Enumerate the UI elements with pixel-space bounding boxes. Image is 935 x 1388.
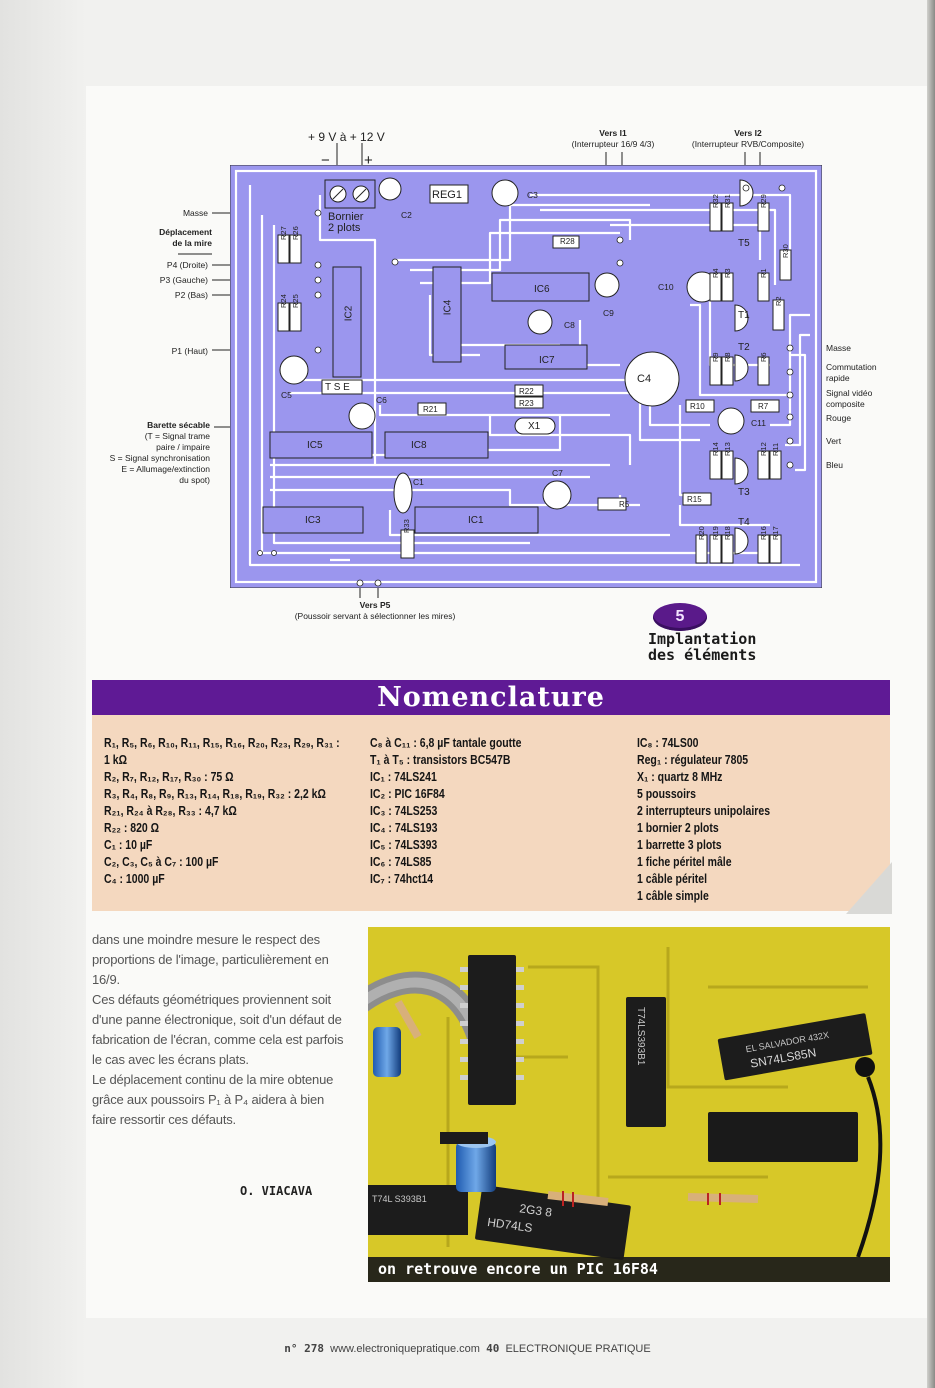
list-item: IC₃ : 74LS253 (370, 804, 438, 818)
label-rouge: Rouge (826, 413, 852, 423)
nomenclature-column-1: R₁, R₅, R₆, R₁₀, R₁₁, R₁₅, R₁₆, R₂₀, R₂₃… (104, 735, 340, 888)
label-deplacement: Déplacement de la mire (159, 227, 212, 248)
list-item: C₂, C₃, C₅ à C₇ : 100 µF (104, 855, 219, 869)
list-item: IC₆ : 74LS85 (370, 855, 432, 869)
list-item: C₁ : 10 µF (104, 838, 153, 852)
label-vert: Vert (826, 436, 842, 446)
list-item: 1 fiche péritel mâle (637, 855, 732, 869)
label-p1: P1 (Haut) (171, 346, 208, 356)
board-photo-illustration: T74LS393B1 EL SALVADOR 432X SN74LS85N T7… (368, 927, 890, 1282)
nomenclature-title: Nomenclature (92, 680, 890, 715)
article-paragraph: Ces défauts géométriques proviennent soi… (92, 992, 344, 1067)
label-bleu: Bleu (826, 460, 844, 470)
list-item: Reg₁ : régulateur 7805 (637, 753, 749, 767)
article-paragraph: Le déplacement continu de la mire obtenu… (92, 1072, 334, 1127)
list-item: 1 barrette 3 plots (637, 838, 722, 852)
label-barette: Barette sécable (T = Signal trame paire … (109, 420, 210, 485)
vers-i1-label: Vers I1 (Interrupteur 16/9 4/3) (571, 128, 655, 149)
list-item: 1 câble péritel (637, 872, 708, 886)
nomenclature-box: R₁, R₅, R₆, R₁₀, R₁₁, R₁₅, R₁₆, R₂₀, R₂₃… (92, 715, 890, 911)
list-item: IC₈ : 74LS00 (637, 736, 699, 750)
list-item: C₈ à C₁₁ : 6,8 µF tantale goutte (370, 736, 522, 750)
list-item: R₁, R₅, R₆, R₁₀, R₁₁, R₁₅, R₁₆, R₂₀, R₂₃… (104, 736, 340, 750)
list-item: T₁ à T₅ : transistors BC547B (370, 753, 511, 767)
footer-page-number: 40 (486, 1342, 500, 1355)
figure-number-badge: 5 (653, 603, 707, 631)
footer-issue: n° 278 (284, 1342, 325, 1355)
label-commutation: Commutation rapide (826, 362, 877, 383)
nomenclature-column-2: C₈ à C₁₁ : 6,8 µF tantale goutte T₁ à T₅… (370, 735, 522, 888)
label-p3: P3 (Gauche) (159, 275, 208, 285)
nomenclature-column-3: IC₈ : 74LS00 Reg₁ : régulateur 7805 X₁ :… (637, 735, 770, 905)
figure-title: Implantation des éléments (648, 630, 757, 664)
list-item: IC₄ : 74LS193 (370, 821, 438, 835)
list-item: 2 interrupteurs unipolaires (637, 804, 771, 818)
supply-minus: − (321, 152, 330, 169)
article-paragraph: dans une moindre mesure le respect des p… (92, 932, 329, 987)
page-edge (927, 0, 935, 1388)
list-item: C₄ : 1000 µF (104, 872, 165, 886)
page-footer: n° 278 www.electroniquepratique.com 40 E… (0, 1342, 935, 1355)
list-item: 1 bornier 2 plots (637, 821, 719, 835)
photo-chip-label-3: T74L S393B1 (372, 1194, 427, 1204)
vers-p5-label: Vers P5 (Poussoir servant à sélectionner… (294, 600, 456, 621)
list-item: X₁ : quartz 8 MHz (637, 770, 723, 784)
article-body: dans une moindre mesure le respect des p… (92, 930, 348, 1130)
article-author: O. VIACAVA (240, 1184, 313, 1198)
photo-caption: on retrouve encore un PIC 16F84 (368, 1257, 890, 1282)
supply-voltage-label: + 9 V à + 12 V (308, 130, 385, 144)
list-item: R₂₁, R₂₄ à R₂₈, R₃₃ : 4,7 kΩ (104, 804, 237, 818)
vers-i2-label: Vers I2 (Interrupteur RVB/Composite) (691, 128, 805, 149)
label-p4: P4 (Droite) (166, 260, 208, 270)
list-item: IC₂ : PIC 16F84 (370, 787, 445, 801)
list-item: IC₁ : 74LS241 (370, 770, 437, 784)
photo-chip-label-5: HD74LS (486, 1215, 533, 1235)
list-item: 1 câble simple (637, 889, 709, 903)
label-signal-video: Signal vidéo composite (826, 388, 873, 409)
label-masse-right: Masse (826, 343, 852, 353)
label-masse-left: Masse (182, 208, 208, 218)
list-item: IC₅ : 74LS393 (370, 838, 438, 852)
list-item: 1 kΩ (104, 753, 128, 767)
list-item: R₂, R₇, R₁₂, R₁₇, R₃₀ : 75 Ω (104, 770, 234, 784)
pcb-board (230, 165, 822, 588)
footer-url: www.electroniquepratique.com (330, 1343, 480, 1355)
photo-chip-label-4: 2G3 8 (519, 1201, 554, 1219)
binding-shadow (0, 0, 86, 1388)
list-item: 5 poussoirs (637, 787, 696, 801)
list-item: R₃, R₄, R₈, R₉, R₁₃, R₁₄, R₁₈, R₁₉, R₃₂ … (104, 787, 326, 801)
list-item: R₂₂ : 820 Ω (104, 821, 160, 835)
label-p2: P2 (Bas) (174, 290, 208, 300)
board-photo: T74LS393B1 EL SALVADOR 432X SN74LS85N T7… (368, 927, 890, 1282)
photo-chip-label-2: T74LS393B1 (635, 1007, 646, 1066)
supply-plus: + (364, 152, 373, 169)
list-item: IC₇ : 74hct14 (370, 872, 434, 886)
footer-magazine: ELECTRONIQUE PRATIQUE (505, 1343, 651, 1355)
page-curl-decoration (846, 862, 892, 914)
